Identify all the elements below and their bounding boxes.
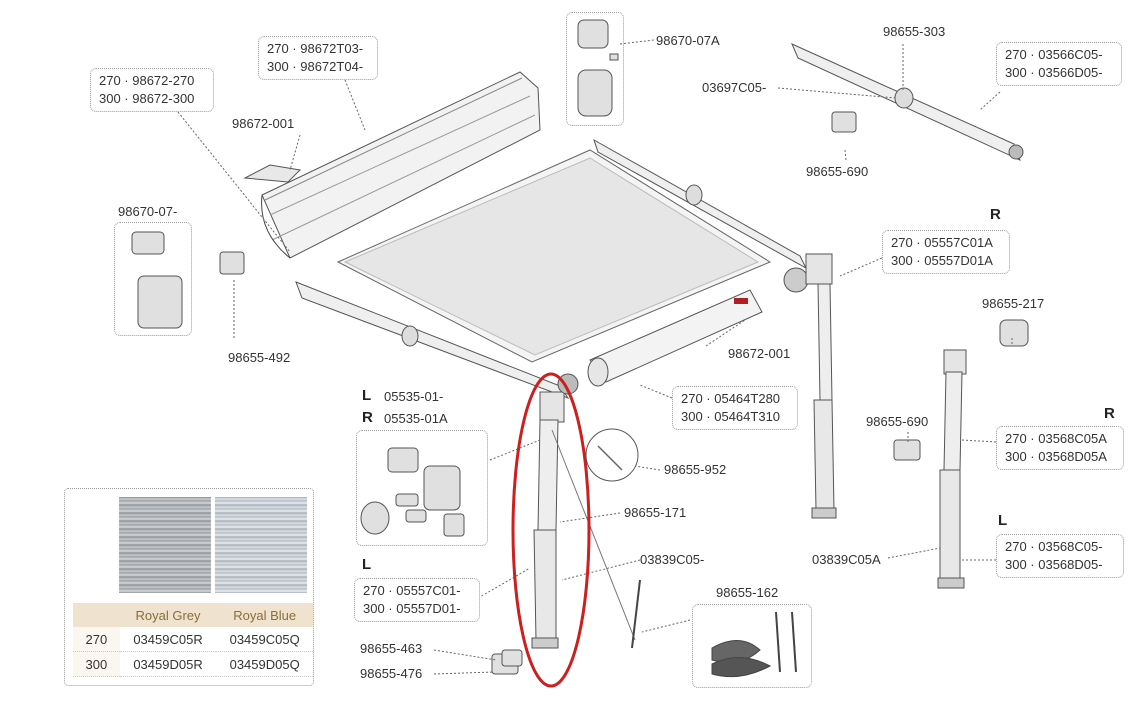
label-l-03568: L (998, 512, 1008, 529)
label-box-03568a: 270 · 03568C05A 300 · 03568D05A (996, 426, 1124, 470)
label-98655-952: 98655-952 (664, 462, 727, 477)
label-05557d01: 300 · 05557D01- (363, 601, 461, 616)
fabric-code-grey-300: 03459D05R (119, 651, 217, 677)
label-05464t280: 270 · 05464T280 (681, 391, 781, 406)
leader-lines (177, 39, 1013, 675)
fabric-table: Royal Grey Royal Blue 270 03459C05R 0345… (73, 603, 313, 677)
label-98655-690-top: 98655-690 (806, 164, 869, 179)
label-03566c05: 270 · 03566C05- (1005, 47, 1103, 62)
label-05535-01: 05535-01- (384, 389, 444, 404)
label-03568c05a: 270 · 03568C05A (1005, 431, 1107, 446)
fabric-code-blue-300: 03459D05Q (216, 651, 313, 677)
awning-fabric (336, 149, 772, 363)
label-98655-162: 98655-162 (716, 585, 779, 600)
fabric-size-300: 300 (73, 651, 120, 677)
fabric-code-grey-270: 03459C05R (119, 627, 217, 652)
label-03568d05: 300 · 03568D05- (1005, 557, 1103, 572)
label-03566d05: 300 · 03566D05- (1005, 65, 1103, 80)
label-98672t04: 300 · 98672T04- (267, 59, 364, 74)
label-l-05535: L (362, 387, 372, 404)
label-98655-171: 98655-171 (624, 505, 687, 520)
label-98655-492: 98655-492 (228, 350, 291, 365)
parts-box-98670-07a (566, 12, 624, 126)
bracket-98672-001 (243, 164, 302, 183)
fabric-header-blank (73, 603, 120, 627)
swatch-royal-blue (215, 497, 307, 593)
label-98672-001-top: 98672-001 (232, 116, 295, 131)
label-98655-217: 98655-217 (982, 296, 1045, 311)
parts-box-98670-07 (114, 222, 192, 336)
label-r-05535: R (362, 409, 373, 426)
label-98670-07: 98670-07- (118, 204, 178, 219)
top-right-arm (791, 43, 1024, 161)
cassette-cover (261, 71, 541, 259)
label-05557c01: 270 · 05557C01- (363, 583, 461, 598)
label-box-05464: 270 · 05464T280 300 · 05464T310 (672, 386, 798, 430)
table-row: 270 03459C05R 03459C05Q (73, 627, 313, 652)
label-05557c01a: 270 · 05557C01A (891, 235, 993, 250)
label-03568d05a: 300 · 03568D05A (1005, 449, 1107, 464)
label-98655-463: 98655-463 (360, 641, 423, 656)
label-05535-01a: 05535-01A (384, 411, 448, 426)
label-98670-07a: 98670-07A (656, 33, 720, 48)
swatch-royal-grey (119, 497, 211, 593)
right-support-leg (783, 253, 837, 519)
label-03839c05: 03839C05- (640, 552, 705, 567)
front-lead-bar (295, 281, 570, 400)
label-98672-001-mid: 98672-001 (728, 346, 791, 361)
fabric-header-royal-blue: Royal Blue (216, 603, 313, 627)
fabric-code-blue-270: 03459C05Q (216, 627, 313, 652)
table-row: 300 03459D05R 03459D05Q (73, 651, 313, 677)
label-98672t03: 270 · 98672T03- (267, 41, 364, 56)
label-r-top: R (990, 206, 1001, 223)
label-03697c05: 03697C05- (702, 80, 767, 95)
fabric-header-royal-grey: Royal Grey (119, 603, 217, 627)
detail-magnifier (585, 428, 639, 482)
label-03568c05: 270 · 03568C05- (1005, 539, 1103, 554)
fabric-size-270: 270 (73, 627, 120, 652)
fabric-legend: Royal Grey Royal Blue 270 03459C05R 0345… (64, 488, 314, 686)
label-98655-303: 98655-303 (883, 24, 946, 39)
label-box-05557r: 270 · 05557C01A 300 · 05557D01A (882, 230, 1010, 274)
roller-tube (587, 289, 763, 387)
label-98672-300: 300 · 98672-300 (99, 91, 195, 106)
parts-box-98655-162 (692, 604, 812, 688)
label-98655-476: 98655-476 (360, 666, 423, 681)
spare-leg (937, 349, 967, 589)
label-05464t310: 300 · 05464T310 (681, 409, 781, 424)
label-box-05557l: 270 · 05557C01- 300 · 05557D01- (354, 578, 480, 622)
label-98672-270: 270 · 98672-270 (99, 73, 195, 88)
label-box-03568: 270 · 03568C05- 300 · 03568D05- (996, 534, 1124, 578)
fabric-table-header: Royal Grey Royal Blue (73, 603, 313, 627)
label-03839c05a: 03839C05A (812, 552, 881, 567)
label-05557d01a: 300 · 05557D01A (891, 253, 993, 268)
label-l-05557: L (362, 556, 372, 573)
parts-box-05535 (356, 430, 488, 546)
tie-down-kit (631, 579, 797, 678)
small-parts (131, 19, 1029, 675)
highlight-ellipse (511, 372, 591, 688)
label-98655-690-mid: 98655-690 (866, 414, 929, 429)
left-support-leg (531, 373, 636, 649)
label-box-98672t: 270 · 98672T03- 300 · 98672T04- (258, 36, 378, 80)
label-box-03566: 270 · 03566C05- 300 · 03566D05- (996, 42, 1122, 86)
label-box-98672-270: 270 · 98672-270 300 · 98672-300 (90, 68, 214, 112)
label-r-03568a: R (1104, 405, 1115, 422)
